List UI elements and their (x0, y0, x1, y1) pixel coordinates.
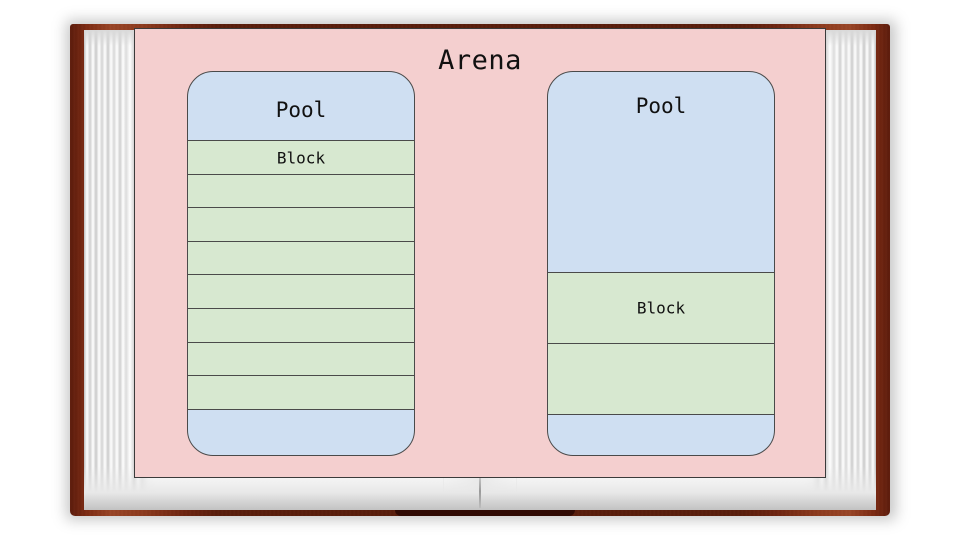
pool-right-block-list: Block (548, 272, 774, 415)
arena-title: Arena (438, 45, 522, 76)
pool-left-block-list: Block (188, 140, 414, 411)
block (188, 308, 414, 344)
block (188, 341, 414, 377)
pool-left: Pool Block (187, 71, 415, 456)
block (188, 207, 414, 243)
gutter-seam (479, 466, 481, 508)
block-label: Block (636, 298, 686, 318)
pool-right-label: Pool (635, 94, 687, 118)
block-label: Block (276, 148, 326, 167)
block: Block (188, 140, 414, 175)
block (188, 375, 414, 411)
block (188, 274, 414, 310)
block (188, 173, 414, 209)
pool-left-label: Pool (275, 98, 327, 122)
block (548, 342, 774, 415)
block (188, 240, 414, 276)
arena-box: Arena Pool Block Pool Block (134, 28, 826, 478)
block: Block (548, 272, 774, 344)
pool-right: Pool Block (547, 71, 775, 456)
